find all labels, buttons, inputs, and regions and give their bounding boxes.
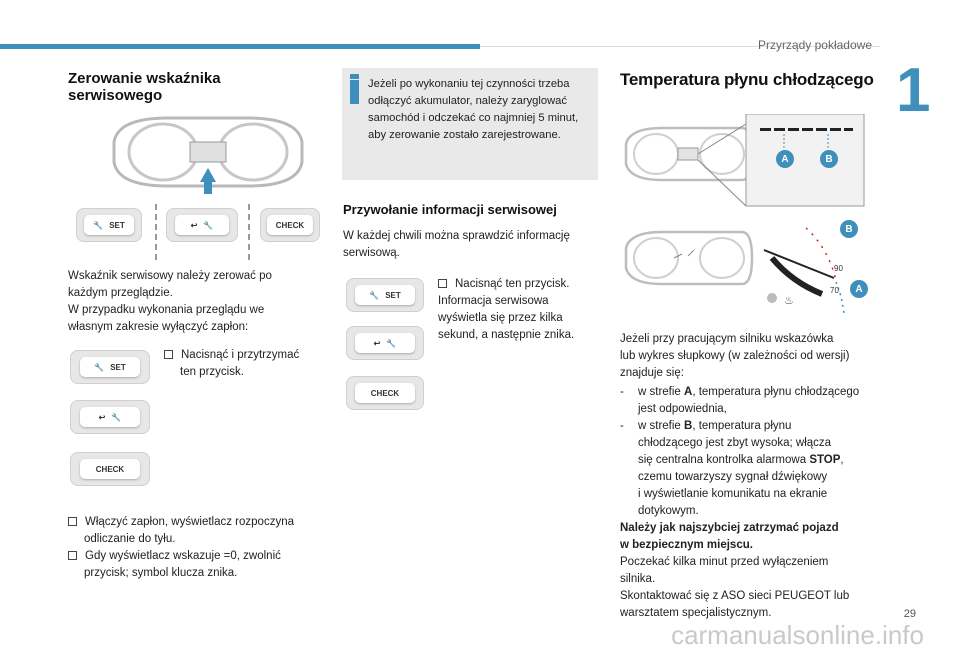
- info-icon: [350, 74, 359, 79]
- coolant-zones-list: w strefie A, temperatura płynu chłodzące…: [620, 384, 888, 622]
- return-arrow-icon: ↩: [98, 412, 106, 422]
- coolant-after: Poczekać kilka minut przed wyłączeniem s…: [620, 556, 850, 619]
- zone-a-item: w strefie A, temperatura płynu chłodzące…: [620, 384, 888, 418]
- page-number: 29: [903, 608, 916, 620]
- zone-a-marker: A: [776, 150, 794, 168]
- return-arrow-icon: ↩: [373, 338, 381, 348]
- coolant-heading: Temperatura płynu chłodzącego: [620, 70, 874, 89]
- zone-b-marker: B: [820, 150, 838, 168]
- set-button-illustration: 🔧SET: [346, 278, 424, 312]
- recall-step: Nacisnąć ten przycisk. Informacja serwis…: [438, 278, 575, 341]
- coolant-needle-gauge-illustration: ♨: [624, 227, 845, 315]
- divider: [248, 204, 252, 260]
- bullet-square-icon: [438, 279, 447, 289]
- reset-button-illustration: ↩🔧: [166, 208, 238, 242]
- coolant-warning: Należy jak najszybciej zatrzymać pojazd …: [620, 522, 839, 551]
- zone-b-item: w strefie B, temperatura płynu chłodzące…: [620, 418, 888, 520]
- gauge-high-label: 90: [834, 264, 843, 273]
- wrench-icon: 🔧: [369, 290, 380, 300]
- section-title: Przyrządy pokładowe: [757, 38, 872, 52]
- gauge-low-label: 70: [830, 286, 839, 295]
- check-button-illustration: CHECK: [260, 208, 320, 242]
- chapter-number: 1: [896, 56, 931, 125]
- info-icon-stem: [350, 80, 359, 104]
- set-button-illustration: 🔧SET: [70, 350, 150, 384]
- zone-b-marker: B: [840, 220, 858, 238]
- zone-a-marker: A: [850, 280, 868, 298]
- coolant-intro: Jeżeli przy pracującym silniku wskazówka…: [620, 333, 850, 379]
- reset-step-press: Nacisnąć i przytrzymać ten przycisk.: [164, 347, 324, 381]
- instrument-cluster-illustration: [112, 116, 304, 194]
- check-button-illustration: CHECK: [346, 376, 424, 410]
- watermark: carmanualsonline.info: [671, 620, 924, 650]
- bullet-square-icon: [68, 551, 77, 561]
- set-button-illustration: 🔧SET: [76, 208, 142, 242]
- bullet-square-icon: [68, 517, 77, 527]
- header-accent-bar: [0, 44, 480, 49]
- reset-heading: Zerowanie wskaźnika serwisowego: [68, 70, 221, 104]
- recall-intro: W każdej chwili można sprawdzić informac…: [343, 230, 570, 259]
- wrench-icon: 🔧: [94, 362, 105, 372]
- svg-text:♨: ♨: [784, 294, 794, 307]
- divider: [155, 204, 159, 260]
- header-rule: [480, 46, 880, 47]
- info-box: [342, 68, 598, 180]
- wrench-icon: 🔧: [203, 220, 214, 230]
- reset-button-illustration: ↩🔧: [346, 326, 424, 360]
- check-button-illustration: CHECK: [70, 452, 150, 486]
- bullet-square-icon: [164, 350, 173, 360]
- reset-intro: Wskaźnik serwisowy należy zerować po każ…: [68, 270, 272, 333]
- reset-steps-final: Włączyć zapłon, wyświetlacz rozpoczyna o…: [68, 514, 332, 582]
- wrench-icon: 🔧: [93, 220, 104, 230]
- coolant-bar-gauge-illustration: [624, 114, 865, 207]
- recall-heading: Przywołanie informacji serwisowej: [343, 202, 557, 217]
- wrench-icon: 🔧: [111, 412, 122, 422]
- return-arrow-icon: ↩: [190, 220, 198, 230]
- info-text: Jeżeli po wykonaniu tej czynności trzeba…: [368, 78, 579, 141]
- wrench-icon: 🔧: [386, 338, 397, 348]
- reset-button-illustration: ↩🔧: [70, 400, 150, 434]
- pointer-arrow-icon: [200, 168, 216, 194]
